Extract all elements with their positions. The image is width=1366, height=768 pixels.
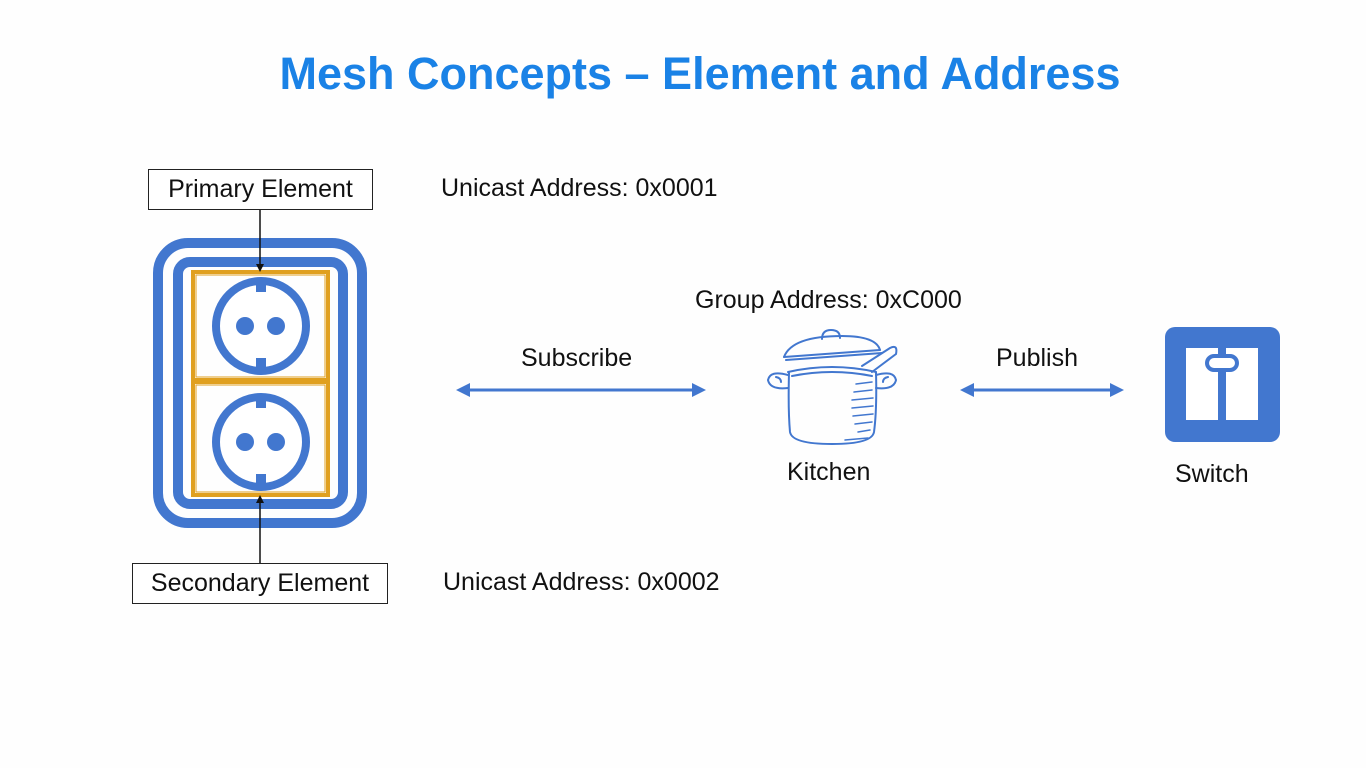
secondary-element-label: Secondary Element xyxy=(132,563,388,604)
switch-label: Switch xyxy=(1175,460,1249,488)
bottom-outlet-icon xyxy=(212,393,310,491)
slide-title: Mesh Concepts – Element and Address xyxy=(279,48,1121,99)
group-address: Group Address: 0xC000 xyxy=(695,286,962,314)
light-switch-icon xyxy=(1165,327,1280,442)
primary-unicast-address: Unicast Address: 0x0001 xyxy=(441,174,718,202)
subscribe-arrow xyxy=(456,383,706,397)
primary-element-label: Primary Element xyxy=(148,169,373,210)
kitchen-label: Kitchen xyxy=(787,458,871,486)
secondary-unicast-address: Unicast Address: 0x0002 xyxy=(443,568,720,596)
subscribe-label: Subscribe xyxy=(521,344,633,372)
publish-label: Publish xyxy=(996,344,1078,372)
publish-arrow xyxy=(960,383,1124,397)
cooking-pot-icon xyxy=(767,329,898,445)
top-outlet-icon xyxy=(212,277,310,375)
double-power-socket-icon xyxy=(153,238,367,528)
